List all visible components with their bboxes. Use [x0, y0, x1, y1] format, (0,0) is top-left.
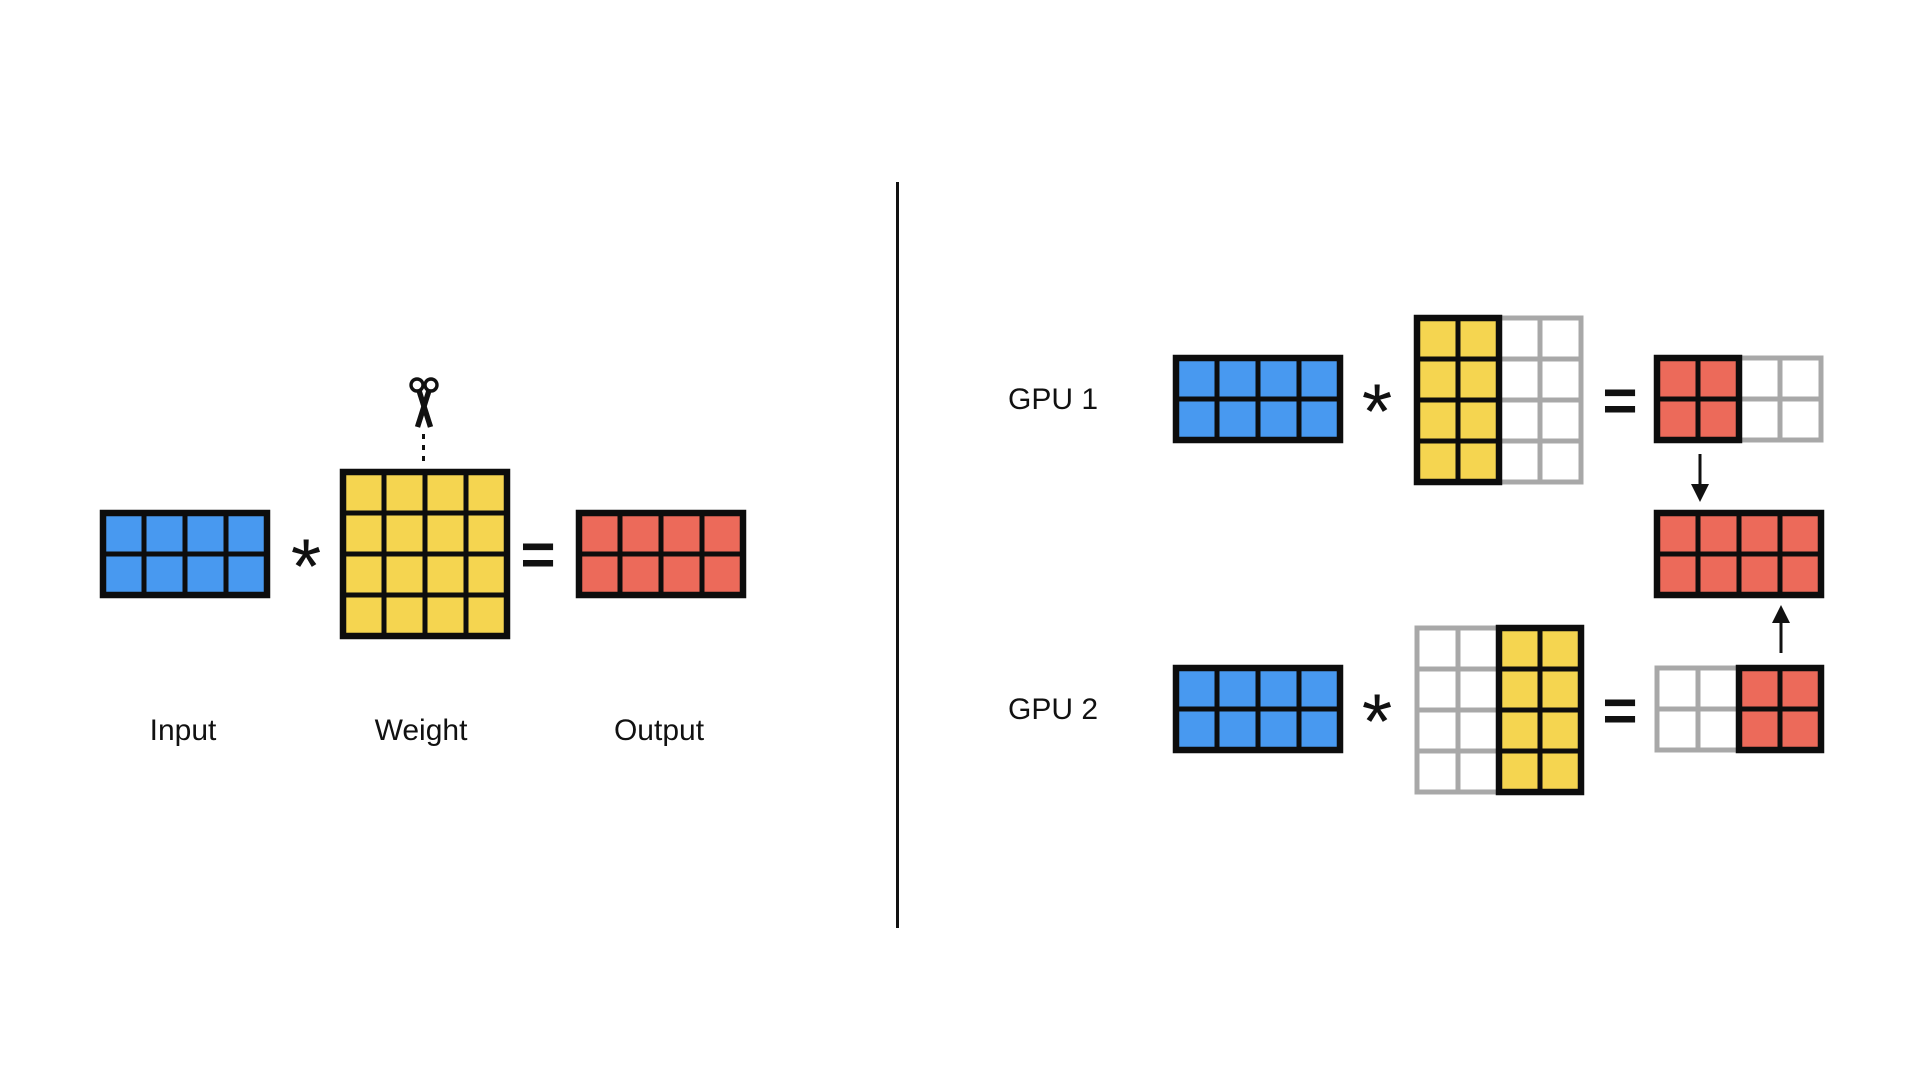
- scissors-icon: [409, 377, 439, 428]
- input-matrix: [99, 509, 271, 599]
- gpu2-equals-operator: =: [1602, 676, 1638, 744]
- gpu2-result-matrix: [1654, 664, 1825, 754]
- up-arrow-icon: [1772, 605, 1790, 653]
- panel-divider: [896, 182, 899, 928]
- weight-matrix: [339, 468, 511, 640]
- gpu2-weight-shard-matrix: [1414, 624, 1585, 796]
- output-matrix: [575, 509, 747, 599]
- gpu2-label: GPU 2: [1008, 693, 1099, 726]
- equals-operator: =: [520, 520, 556, 588]
- gpu1-multiply-operator: *: [1361, 366, 1393, 455]
- gpu1-equals-operator: =: [1602, 366, 1638, 434]
- gpu2-multiply-operator: *: [1361, 676, 1393, 765]
- combined-result-matrix: [1653, 509, 1825, 599]
- gpu1-result-matrix: [1653, 354, 1824, 444]
- output-label: Output: [613, 714, 705, 747]
- weight-label: Weight: [374, 714, 468, 747]
- input-label: Input: [149, 714, 217, 747]
- gpu1-input-matrix: [1172, 354, 1344, 444]
- down-arrow-icon: [1691, 454, 1709, 502]
- multiply-operator: *: [290, 521, 322, 610]
- gpu1-label: GPU 1: [1008, 383, 1099, 416]
- gpu1-weight-shard-matrix: [1413, 314, 1584, 486]
- cut-line: [422, 434, 425, 467]
- gpu2-input-matrix: [1172, 664, 1344, 754]
